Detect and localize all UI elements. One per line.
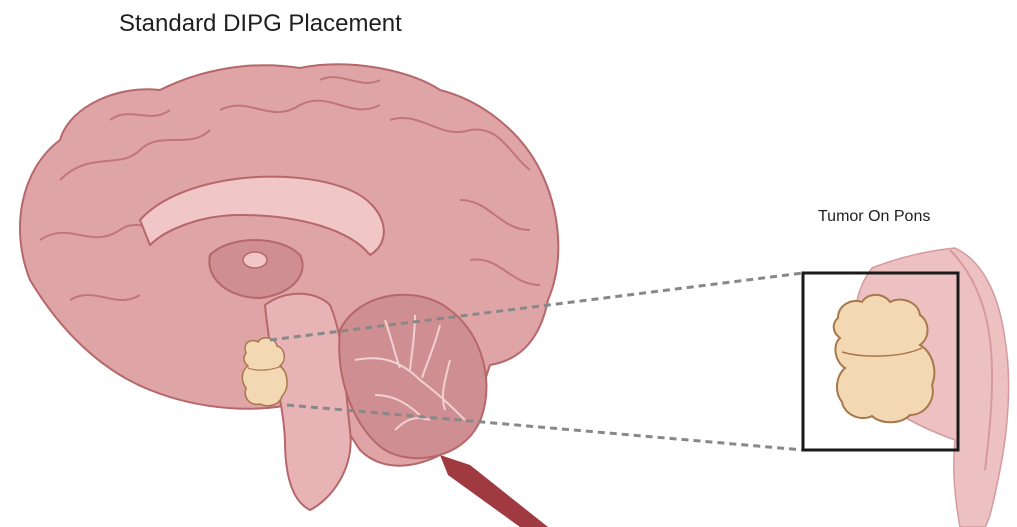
ventricle — [243, 252, 267, 268]
figure-title: Standard DIPG Placement — [119, 10, 402, 38]
inset-label: Tumor On Pons — [818, 208, 930, 226]
tumor-inset — [834, 295, 935, 422]
tumor-in-brain — [242, 338, 287, 406]
spinal-cord — [440, 455, 548, 527]
